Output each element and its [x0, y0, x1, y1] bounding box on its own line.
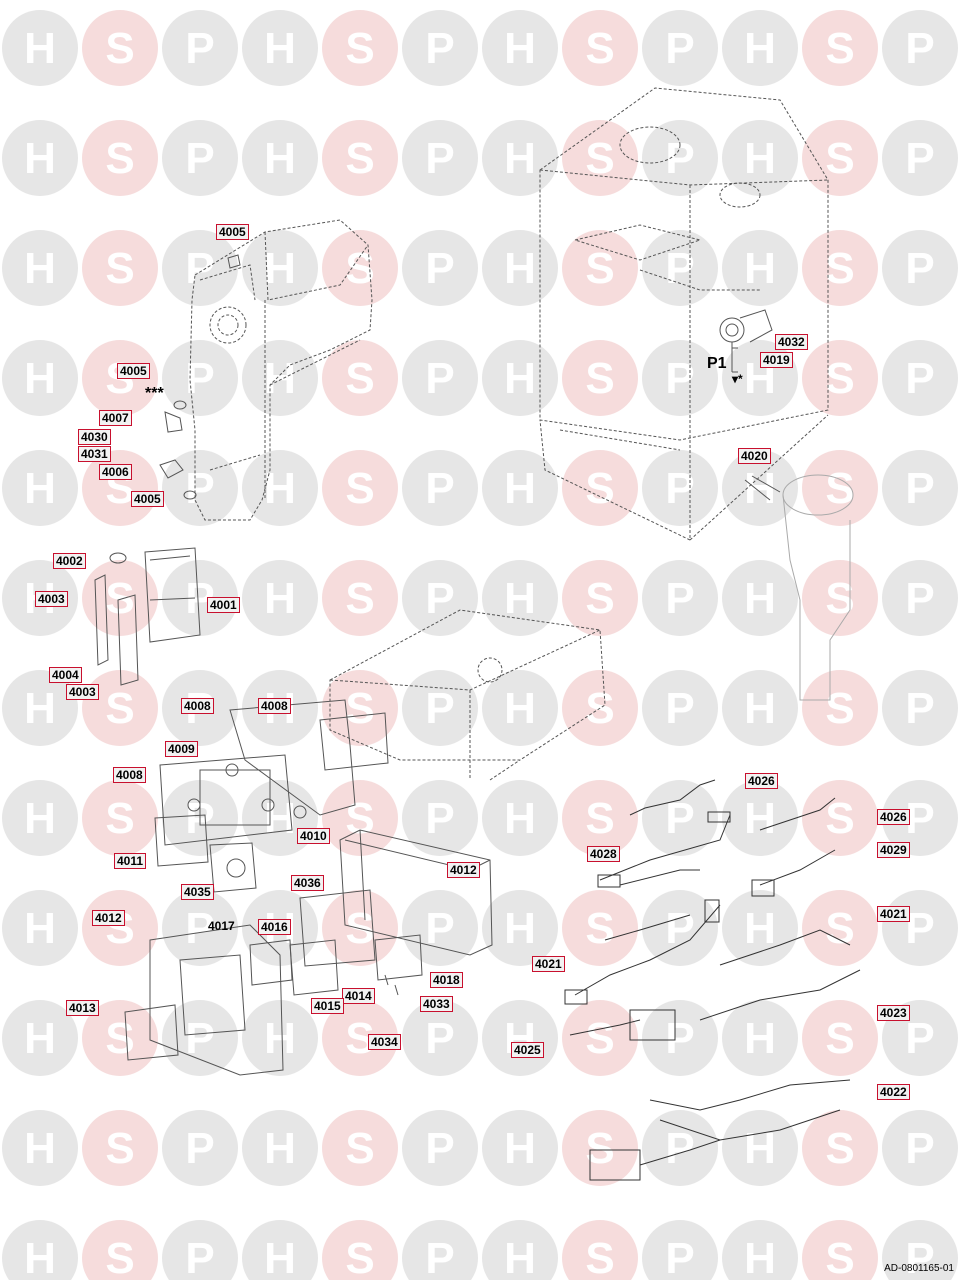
callout-4025: 4025 — [511, 1042, 544, 1058]
hose-4020 — [744, 475, 781, 501]
callout-4023: 4023 — [877, 1005, 910, 1021]
callout-4010: 4010 — [297, 828, 330, 844]
callout-4026: 4026 — [745, 773, 778, 789]
callout-4021: 4021 — [532, 956, 565, 972]
control-housing-4012 — [339, 829, 493, 956]
flue-pipe — [782, 474, 854, 701]
marker-single-star: ▾* — [732, 372, 743, 386]
callout-4029: 4029 — [877, 842, 910, 858]
callout-4020: 4020 — [738, 448, 771, 464]
front-panels — [154, 699, 389, 893]
callout-4026: 4026 — [877, 809, 910, 825]
drawing-reference: AD-0801165-01 — [884, 1263, 954, 1274]
callout-4011: 4011 — [114, 853, 147, 869]
callout-4019: 4019 — [760, 352, 793, 368]
pcb-4036 — [249, 889, 423, 996]
callout-4006: 4006 — [99, 464, 132, 480]
lower-frame-outline — [329, 609, 606, 781]
callout-4018: 4018 — [430, 972, 463, 988]
callout-4031: 4031 — [78, 446, 111, 462]
wiring-harnesses — [564, 779, 861, 1181]
front-cover-4012 — [124, 924, 284, 1076]
callout-4008: 4008 — [113, 767, 146, 783]
callout-4008: 4008 — [258, 698, 291, 714]
heat-exchanger-outline — [189, 219, 373, 521]
control-box-4001 — [94, 547, 201, 686]
callout-4036: 4036 — [291, 875, 324, 891]
callout-4007: 4007 — [99, 410, 132, 426]
callout-4008: 4008 — [181, 698, 214, 714]
callout-4012: 4012 — [92, 910, 125, 926]
callout-4005: 4005 — [216, 224, 249, 240]
callout-4003: 4003 — [35, 591, 68, 607]
callout-4009: 4009 — [165, 741, 198, 757]
callout-4014: 4014 — [342, 988, 375, 1004]
sensor-parts — [159, 254, 241, 500]
callout-4005: 4005 — [117, 363, 150, 379]
callout-4022: 4022 — [877, 1084, 910, 1100]
callout-4028: 4028 — [587, 846, 620, 862]
pressure-sensor-4019 — [719, 309, 773, 373]
callout-4016: 4016 — [258, 919, 291, 935]
label-4017: 4017 — [208, 919, 235, 933]
callout-4021: 4021 — [877, 906, 910, 922]
callout-4030: 4030 — [78, 429, 111, 445]
callout-4035: 4035 — [181, 884, 214, 900]
callout-4015: 4015 — [311, 998, 344, 1014]
callout-4002: 4002 — [53, 553, 86, 569]
marker-p1: P1 — [707, 355, 727, 372]
callout-4032: 4032 — [775, 334, 808, 350]
callout-4013: 4013 — [66, 1000, 99, 1016]
callout-4034: 4034 — [368, 1034, 401, 1050]
callout-4033: 4033 — [420, 996, 453, 1012]
callout-4001: 4001 — [207, 597, 240, 613]
marker-triple-star: *** — [145, 385, 164, 402]
callout-4004: 4004 — [49, 667, 82, 683]
callout-4005: 4005 — [131, 491, 164, 507]
callout-4003: 4003 — [66, 684, 99, 700]
callout-4012: 4012 — [447, 862, 480, 878]
casing-outline — [539, 87, 829, 541]
